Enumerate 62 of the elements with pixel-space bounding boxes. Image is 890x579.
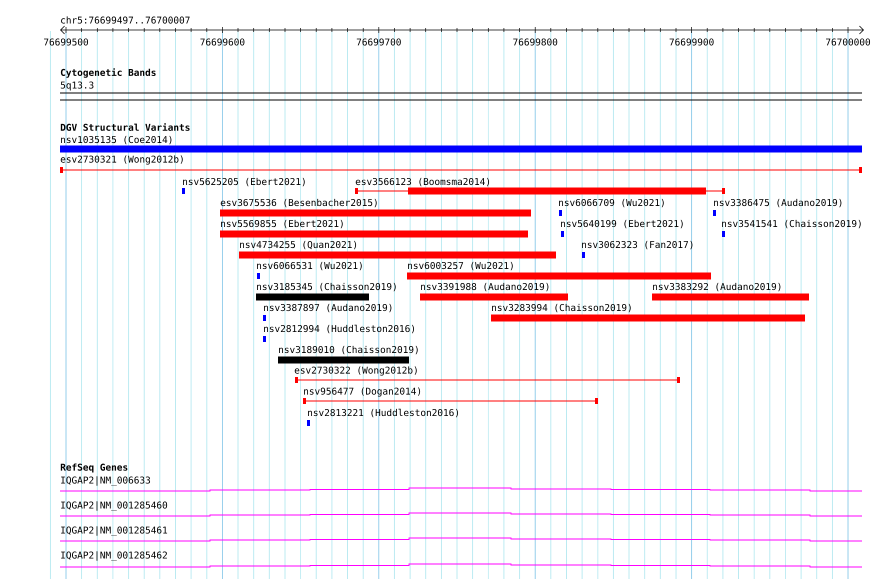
variant-feature: nsv1035135 (Coe2014): [60, 136, 862, 152]
node-label: nsv1035135 (Coe2014): [61, 136, 172, 144]
variant-feature: nsv6066531 (Wu2021): [257, 262, 362, 279]
variant-feature: nsv5625205 (Ebert2021): [182, 178, 305, 194]
variant-feature: nsv956477 (Dogan2014): [302, 387, 598, 404]
node-label: nsv3189010 (Chaisson2019): [279, 346, 418, 354]
variant-feature: nsv3386475 (Audano2019): [713, 198, 842, 216]
variant-feature: esv3675536 (Besenbacher2015): [220, 198, 531, 216]
node-label: nsv6066531 (Wu2021): [257, 262, 362, 270]
variant-feature: nsv5569855 (Ebert2021): [220, 220, 528, 238]
node-label: nsv5569855 (Ebert2021): [221, 220, 343, 228]
node-label: nsv3391988 (Audano2019): [421, 282, 548, 292]
track-title: Cytogenetic Bands: [60, 68, 156, 78]
variant-feature: esv2730322 (Wong2012b): [294, 366, 680, 383]
node-label: esv3675536 (Besenbacher2015): [220, 198, 377, 208]
variant-feature: nsv3391988 (Audano2019): [420, 282, 568, 300]
node-label: nsv956477 (Dogan2014): [304, 387, 420, 397]
node-label: esv2730321 (Wong2012b): [60, 155, 183, 165]
tick-label: 76699800: [513, 38, 558, 46]
node-label: nsv3386475 (Audano2019): [714, 198, 842, 208]
node-label: nsv5640199 (Ebert2021): [561, 220, 683, 228]
variant-feature: nsv3283994 (Chaisson2019): [491, 304, 805, 322]
variant-feature: esv2730321 (Wong2012b): [60, 155, 862, 173]
tick-label: 76699500: [44, 38, 88, 46]
gene-feature: IQGAP2|NM_001285460: [60, 501, 862, 516]
variant-feature: nsv6066709 (Wu2021): [559, 198, 664, 216]
gene-feature: IQGAP2|NM_006633: [60, 476, 862, 492]
variant-feature: nsv6003257 (Wu2021): [407, 262, 711, 280]
tick-label: 76699600: [200, 38, 244, 46]
node-label: nsv3062323 (Fan2017): [582, 240, 692, 250]
node-label: esv2730322 (Wong2012b): [294, 366, 417, 376]
variant-feature: nsv3189010 (Chaisson2019): [278, 346, 418, 364]
node-label: nsv2812994 (Huddleston2016): [264, 324, 414, 334]
band-label: 5q13.3: [60, 82, 94, 90]
track-title: DGV Structural Variants: [60, 123, 190, 131]
variant-feature: nsv3387897 (Audano2019): [263, 304, 392, 321]
variant-feature: nsv3541541 (Chaisson2019): [722, 220, 861, 237]
node-label: nsv3383292 (Audano2019): [653, 282, 780, 292]
tick-label: 76700000: [826, 38, 870, 46]
node-label: nsv4734255 (Quan2021): [240, 240, 356, 250]
variant-feature: nsv2813221 (Huddleston2016): [307, 408, 458, 426]
variant-feature: nsv3185345 (Chaisson2019): [256, 282, 396, 300]
node-label: nsv3541541 (Chaisson2019): [722, 220, 861, 228]
variant-feature: nsv3383292 (Audano2019): [652, 282, 809, 300]
tick-label: 76699900: [670, 38, 714, 46]
node-label: nsv3185345 (Chaisson2019): [257, 282, 396, 292]
node-label: nsv3283994 (Chaisson2019): [492, 304, 631, 312]
node-label: nsv6003257 (Wu2021): [408, 262, 513, 270]
variant-feature: nsv3062323 (Fan2017): [582, 240, 692, 258]
node-label: nsv5625205 (Ebert2021): [183, 178, 305, 186]
node-label: nsv6066709 (Wu2021): [559, 198, 664, 208]
gene-feature: IQGAP2|NM_001285462: [60, 551, 862, 568]
variant-feature: esv3566123 (Boomsma2014): [354, 178, 726, 194]
variant-feature: nsv2812994 (Huddleston2016): [263, 324, 414, 342]
node-label: nsv3387897 (Audano2019): [264, 304, 392, 312]
node-label: esv3566123 (Boomsma2014): [356, 178, 490, 186]
node-label: nsv2813221 (Huddleston2016): [308, 408, 458, 418]
tick-label: 76699700: [356, 38, 401, 46]
gene-feature: IQGAP2|NM_001285461: [60, 526, 862, 542]
variant-feature: nsv4734255 (Quan2021): [239, 240, 556, 258]
location-label: chr5:76699497..76700007: [61, 16, 190, 24]
variant-feature: nsv5640199 (Ebert2021): [561, 220, 683, 237]
